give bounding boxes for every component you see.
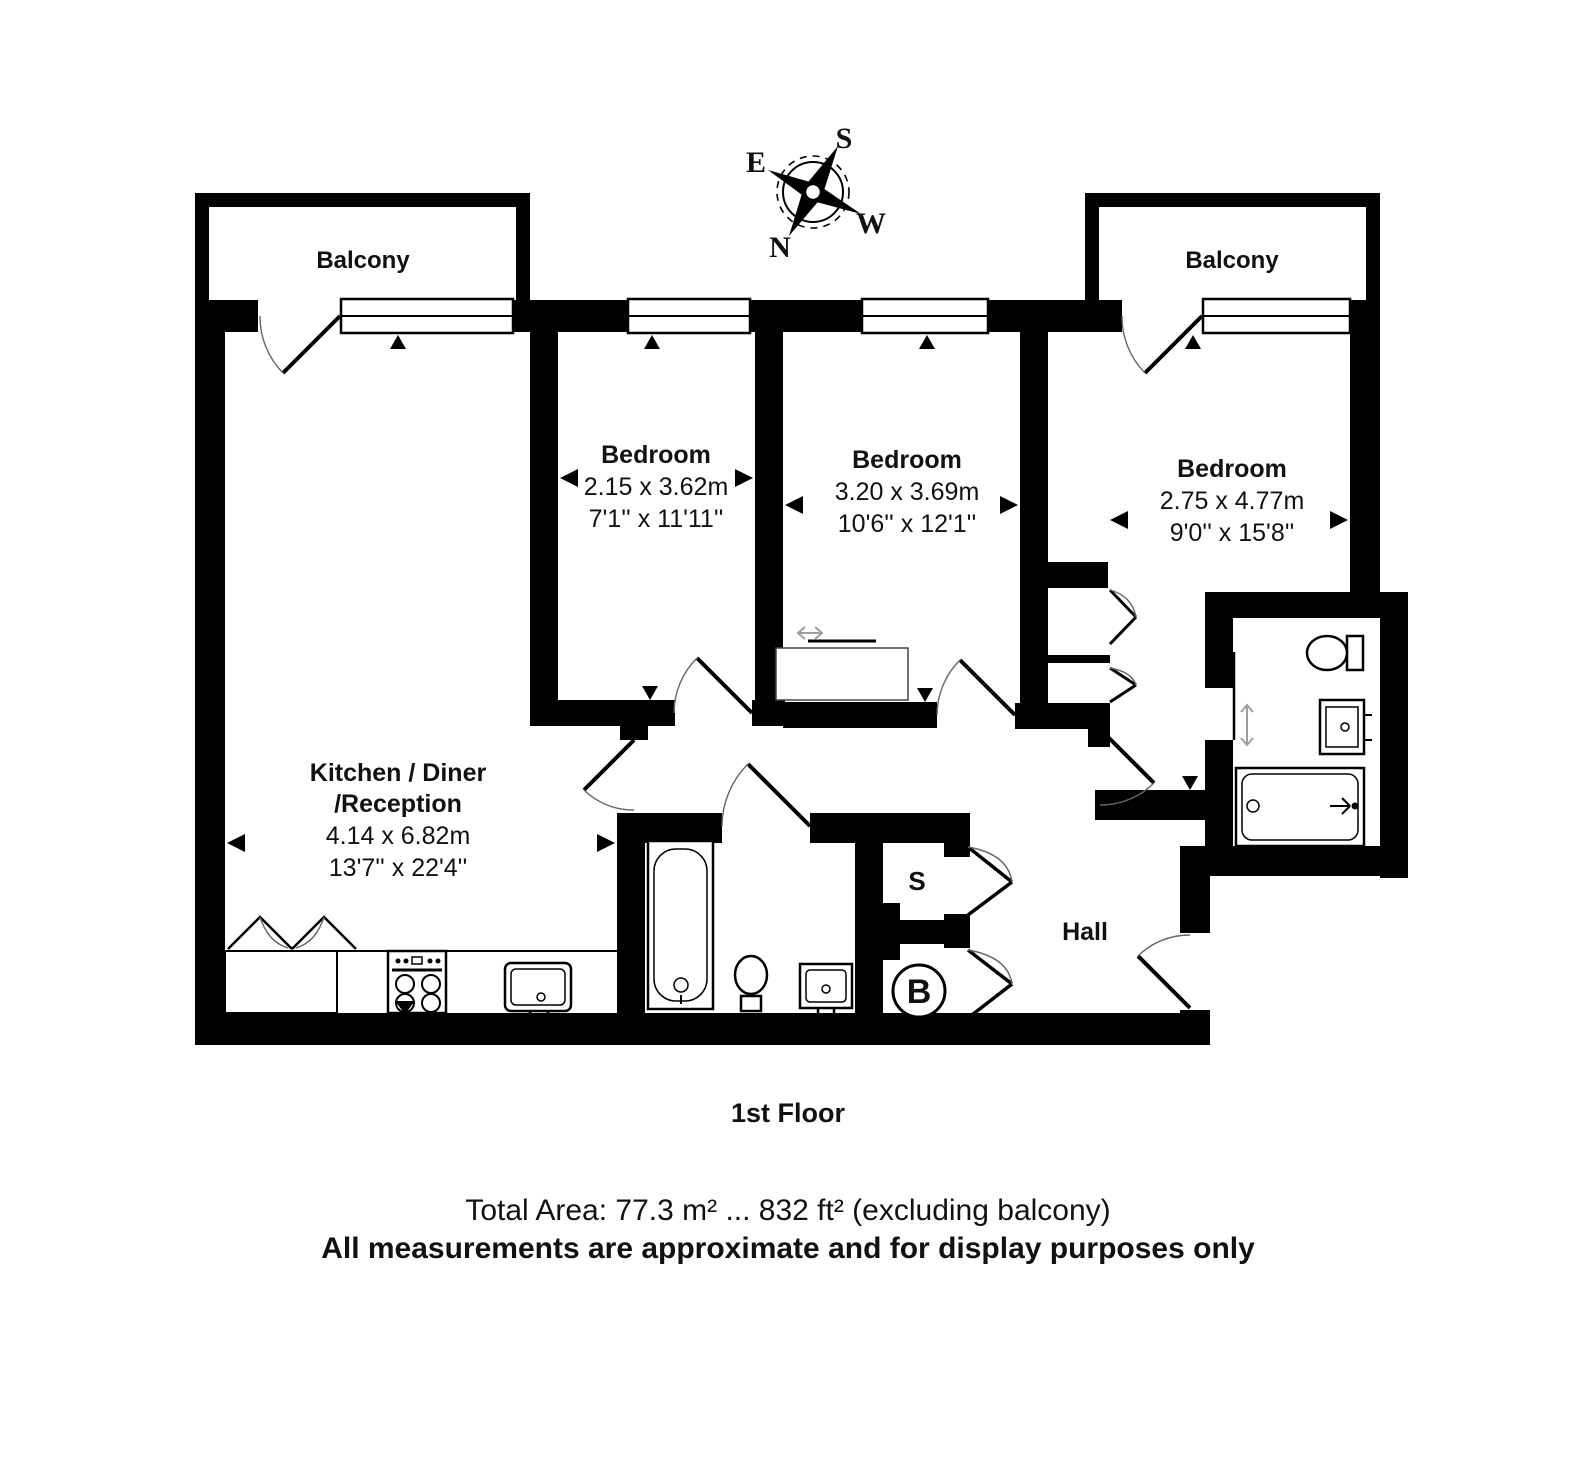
room-dim-imperial: 10'6'' x 12'1'' [838, 510, 976, 538]
balcony-left-door [259, 314, 342, 375]
interior-walls [530, 330, 1205, 1015]
room-name: Bedroom [601, 441, 711, 469]
bedroom1-door [673, 656, 754, 715]
room-dim-metric: 2.75 x 4.77m [1160, 487, 1305, 515]
compass-icon: S E W N [746, 122, 886, 264]
compass-north: N [769, 231, 791, 264]
sliding-arrow-horizontal [796, 626, 824, 640]
ensuite-bathroom [1232, 634, 1372, 848]
bedroom2-door [936, 658, 1017, 717]
room-dim-metric: 4.14 x 6.82m [326, 822, 471, 850]
hall-label: Hall [1062, 918, 1108, 946]
storage-cupboard-door [966, 845, 1014, 917]
bathroom-door [721, 762, 812, 828]
main-bathroom [646, 839, 854, 1014]
balcony-right-door [1121, 314, 1204, 375]
stove-icon [386, 949, 448, 1015]
corner-cabinet-icon [224, 915, 357, 1014]
boiler-label: B [907, 973, 932, 1011]
shower-arrow [1330, 797, 1359, 815]
kitchen-labels: Kitchen / Diner /Reception 4.14 x 6.82m … [310, 759, 487, 882]
window-bedroom1 [626, 297, 752, 335]
balcony-left-label: Balcony [316, 247, 410, 274]
window-balcony-left [339, 297, 515, 335]
entrance-door [1136, 934, 1192, 1010]
total-area-text: Total Area: 77.3 m² ... 832 ft² (excludi… [465, 1194, 1110, 1227]
closet-bifold-doors [1108, 588, 1138, 704]
pocket-door [1232, 652, 1254, 747]
ensuite-walls [1205, 592, 1408, 878]
bedroom3-door [1098, 727, 1156, 806]
bathtub-icon [1234, 766, 1366, 848]
window-balcony-right [1201, 297, 1352, 335]
entrance-door-gap [1180, 933, 1210, 1010]
room-name: Bedroom [1177, 455, 1287, 483]
boiler-cupboard-door [966, 948, 1014, 1020]
sink-icon [1318, 698, 1372, 756]
floor-title: 1st Floor [731, 1098, 846, 1128]
bedroom3-labels: Bedroom 2.75 x 4.77m 9'0'' x 15'8'' [1160, 455, 1305, 547]
sink-icon [798, 962, 854, 1014]
window-bedroom2 [860, 297, 990, 335]
storage-label: S [908, 866, 925, 896]
bedroom2-labels: Bedroom 3.20 x 3.69m 10'6'' x 12'1'' [835, 446, 980, 538]
room-dim-metric: 2.15 x 3.62m [584, 473, 729, 501]
room-dim-metric: 3.20 x 3.69m [835, 478, 980, 506]
toilet-icon [1305, 634, 1365, 672]
disclaimer-text: All measurements are approximate and for… [321, 1232, 1255, 1265]
balcony-right-label: Balcony [1185, 247, 1279, 274]
windows [339, 297, 1352, 335]
toilet-icon [733, 954, 769, 1013]
doors [259, 314, 1204, 1010]
room-dim-imperial: 9'0'' x 15'8'' [1170, 519, 1295, 547]
dimension-markers [227, 335, 1348, 1014]
room-name: Bedroom [852, 446, 962, 474]
bedroom1-labels: Bedroom 2.15 x 3.62m 7'1'' x 11'11'' [584, 441, 729, 533]
room-name-line2: /Reception [334, 790, 462, 818]
kitchen-counter [224, 915, 645, 1017]
cupboard-doors [966, 588, 1138, 1020]
kitchen-sink-icon [503, 961, 573, 1017]
compass-east: E [746, 146, 766, 179]
compass-west: W [856, 207, 886, 240]
room-name-line1: Kitchen / Diner [310, 759, 487, 787]
bathtub-icon [646, 839, 715, 1011]
room-dim-imperial: 13'7'' x 22'4'' [329, 854, 467, 882]
wardrobe-sliding [775, 626, 909, 701]
balcony-left-walls [195, 193, 530, 307]
kitchen-door [582, 738, 636, 811]
balcony-right-walls [1085, 193, 1380, 307]
compass-south: S [836, 122, 853, 155]
boiler-marker: B [891, 963, 947, 1019]
room-dim-imperial: 7'1'' x 11'11'' [589, 505, 724, 533]
sliding-arrow-vertical [1240, 703, 1254, 747]
